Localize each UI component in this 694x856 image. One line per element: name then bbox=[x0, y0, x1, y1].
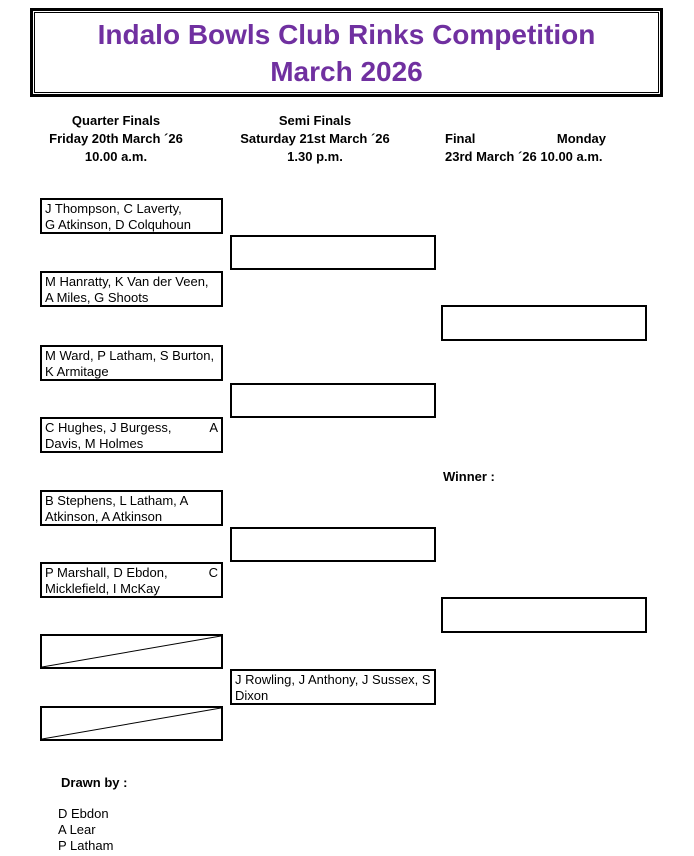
qf-slot-8-bye bbox=[40, 706, 223, 741]
sf-slot-4: J Rowling, J Anthony, J Sussex, S Dixon bbox=[230, 669, 436, 705]
sf-header-title: Semi Finals bbox=[278, 113, 352, 128]
sf-slot-2 bbox=[230, 383, 436, 418]
team-names: M Ward, P Latham, S Burton, bbox=[45, 348, 215, 363]
qf-slot-1-line1: J Thompson, C Laverty, bbox=[45, 201, 218, 217]
sf-slot-3 bbox=[230, 527, 436, 562]
qf-slot-6-line1: P Marshall, D Ebdon, C bbox=[45, 565, 218, 581]
page-title-line2: March 2026 bbox=[270, 55, 423, 87]
qf-slot-6: P Marshall, D Ebdon, C Micklefield, I Mc… bbox=[40, 562, 223, 598]
qf-slot-5: B Stephens, L Latham, A Atkinson, A Atki… bbox=[40, 490, 223, 526]
team-names: C Hughes, J Burgess, bbox=[45, 420, 172, 435]
sf-header-date: Saturday 21st March ´26 bbox=[240, 131, 390, 146]
final-slot-1 bbox=[441, 305, 647, 341]
drawn-by-name: D Ebdon bbox=[58, 806, 109, 821]
team-names: Micklefield, I McKay bbox=[45, 581, 160, 596]
final-header-date: 23rd March ´26 10.00 a.m. bbox=[445, 149, 603, 164]
qf-slot-2: M Hanratty, K Van der Veen, A Miles, G S… bbox=[40, 271, 223, 307]
team-names: J Thompson, C Laverty, bbox=[45, 201, 182, 216]
qf-slot-5-line1: B Stephens, L Latham, A bbox=[45, 493, 218, 509]
team-names: B Stephens, L Latham, A bbox=[45, 493, 189, 508]
team-names: A Miles, G Shoots bbox=[45, 290, 149, 305]
qf-slot-3-line1: M Ward, P Latham, S Burton, bbox=[45, 348, 218, 364]
title-box: Indalo Bowls Club Rinks Competition Marc… bbox=[30, 8, 663, 97]
qf-slot-3: M Ward, P Latham, S Burton, K Armitage bbox=[40, 345, 223, 381]
sf-slot-4-line1: J Rowling, J Anthony, J Sussex, S bbox=[235, 672, 431, 688]
team-names: G Atkinson, D Colquhoun bbox=[45, 217, 191, 232]
team-names: A bbox=[209, 420, 218, 435]
qf-slot-2-line1: M Hanratty, K Van der Veen, bbox=[45, 274, 218, 290]
semi-finals-header: Semi Finals Saturday 21st March ´26 1.30… bbox=[235, 112, 395, 166]
page-title-line1: Indalo Bowls Club Rinks Competition bbox=[97, 18, 596, 50]
qf-header-time: 10.00 a.m. bbox=[84, 149, 148, 164]
team-names: P Marshall, D Ebdon, bbox=[45, 565, 168, 580]
drawn-by-name: P Latham bbox=[58, 838, 114, 853]
qf-header-title: Quarter Finals bbox=[71, 113, 161, 128]
qf-slot-4-line1: C Hughes, J Burgess, A bbox=[45, 420, 218, 436]
team-names: Dixon bbox=[235, 688, 269, 703]
qf-slot-4: C Hughes, J Burgess, A Davis, M Holmes bbox=[40, 417, 223, 453]
team-names: K Armitage bbox=[45, 364, 109, 379]
qf-slot-1: J Thompson, C Laverty, G Atkinson, D Col… bbox=[40, 198, 223, 234]
quarter-finals-header: Quarter Finals Friday 20th March ´26 10.… bbox=[40, 112, 192, 166]
team-names: M Hanratty, K Van der Veen, bbox=[45, 274, 209, 289]
team-names: C bbox=[208, 565, 218, 580]
bye-diagonal-line bbox=[42, 636, 221, 667]
bye-diagonal-line bbox=[42, 708, 221, 739]
team-names: J Rowling, J Anthony, J Sussex, S bbox=[235, 672, 431, 687]
drawn-by-names: D Ebdon A Lear P Latham bbox=[58, 806, 113, 854]
final-slot-2 bbox=[441, 597, 647, 633]
title-inner-border: Indalo Bowls Club Rinks Competition Marc… bbox=[34, 12, 659, 93]
qf-header-date: Friday 20th March ´26 bbox=[49, 131, 183, 146]
drawn-by-label: Drawn by : bbox=[61, 775, 128, 790]
sf-slot-1 bbox=[230, 235, 436, 270]
drawn-by-name: A Lear bbox=[58, 822, 96, 837]
qf-slot-7-bye bbox=[40, 634, 223, 669]
final-header-day: Monday bbox=[556, 131, 606, 146]
final-header-line1: Final Monday bbox=[445, 130, 606, 148]
team-names: Davis, M Holmes bbox=[45, 436, 144, 451]
winner-label: Winner : bbox=[443, 469, 495, 484]
team-names: Atkinson, A Atkinson bbox=[45, 509, 163, 524]
final-header: Final Monday 23rd March ´26 10.00 a.m. bbox=[445, 130, 606, 166]
final-header-label: Final bbox=[445, 131, 476, 146]
sf-header-time: 1.30 p.m. bbox=[287, 149, 343, 164]
